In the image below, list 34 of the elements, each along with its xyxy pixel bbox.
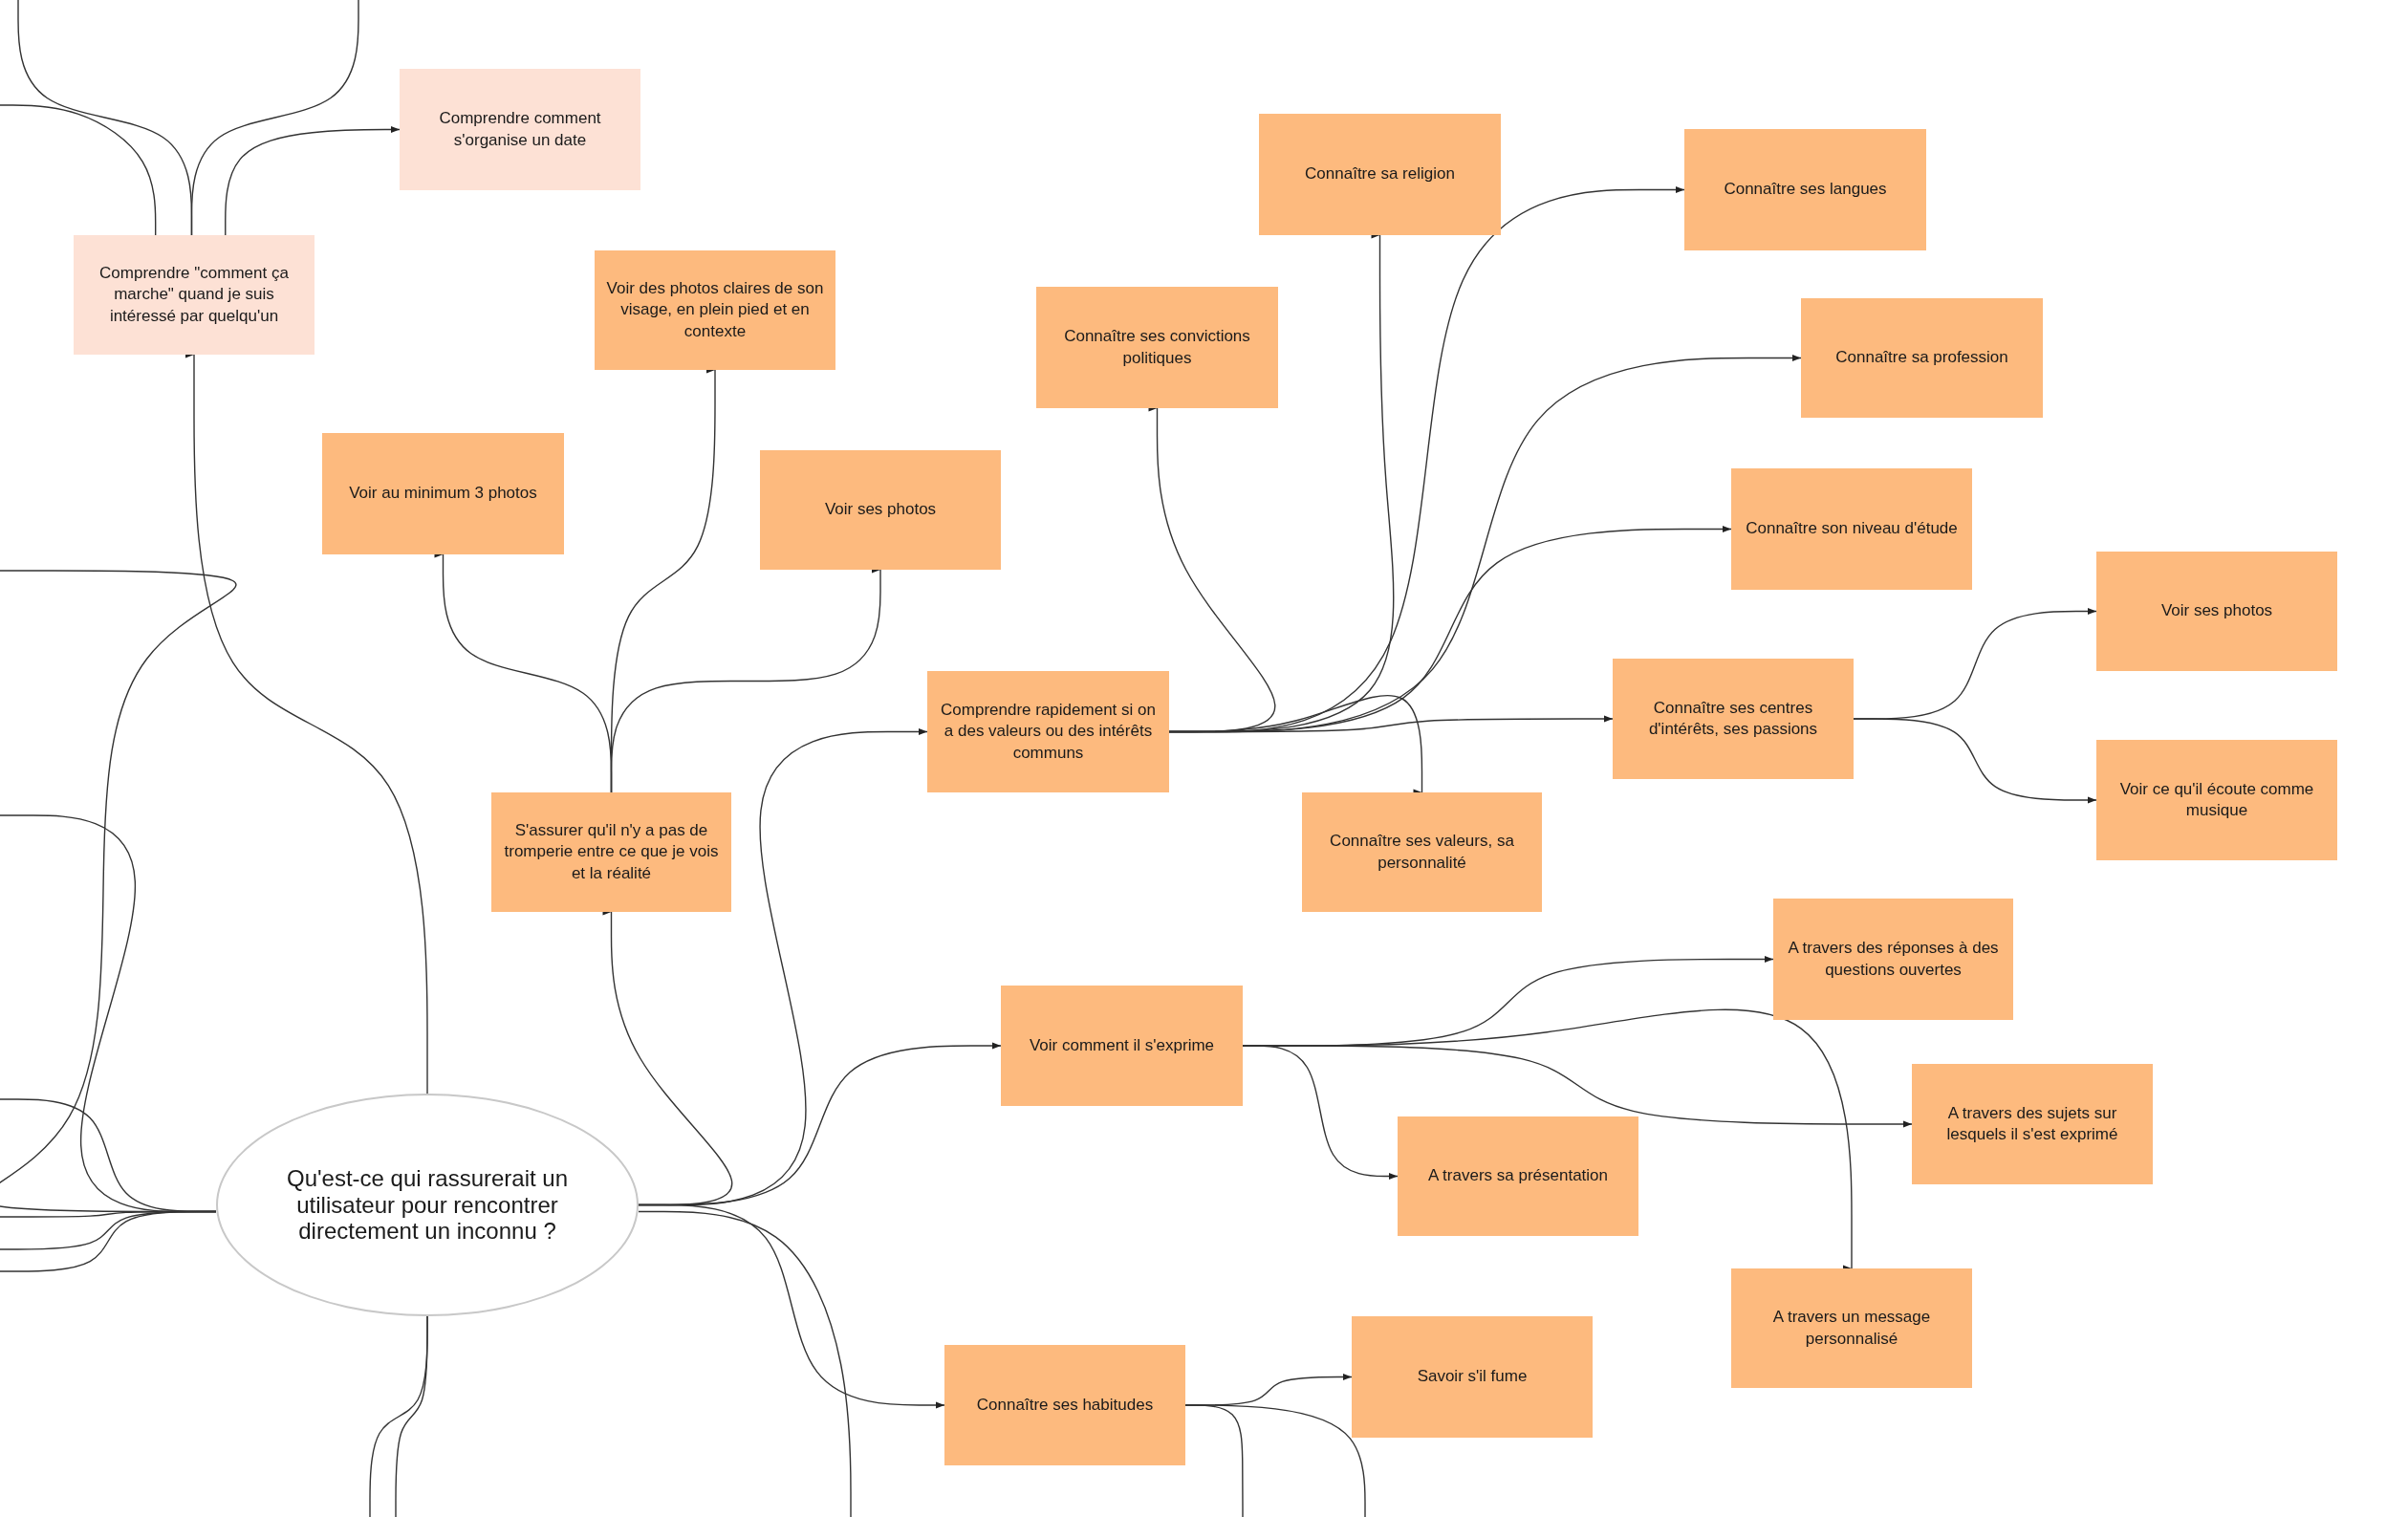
topic-note: Voir ses photos bbox=[760, 450, 1001, 570]
arrow bbox=[1853, 718, 2097, 804]
topic-note: A travers un message personnalisé bbox=[1731, 1268, 1972, 1388]
topic-note: A travers des réponses à des questions ouvertes bbox=[1773, 899, 2013, 1020]
topic-note: Savoir s'il fume bbox=[1352, 1316, 1593, 1438]
topic-note: Comprendre rapidement si on a des valeurs ou des intérêts communs bbox=[927, 671, 1169, 792]
connector-line bbox=[0, 570, 237, 1213]
topic-note: Voir comment il s'exprime bbox=[1001, 986, 1243, 1106]
topic-note: S'assurer qu'il n'y a pas de tromperie entre ce que je vois et la réalité bbox=[491, 792, 731, 912]
topic-note: Connaître ses habitudes bbox=[944, 1345, 1185, 1465]
arrow bbox=[225, 125, 401, 236]
arrow bbox=[610, 569, 884, 793]
topic-note: Connaître sa religion bbox=[1259, 114, 1501, 235]
topic-note: Connaître ses centres d'intérêts, ses passions bbox=[1613, 659, 1854, 779]
topic-note: Connaître son niveau d'étude bbox=[1731, 468, 1972, 590]
topic-note: Voir des photos claires de son visage, en plein pied et en contexte bbox=[595, 250, 835, 370]
central-topic-ellipse: Qu'est-ce qui rassurerait un utilisateur pour rencontrer directement un inconnu ? bbox=[216, 1094, 639, 1316]
arrow bbox=[638, 1203, 945, 1409]
connector-line bbox=[0, 104, 157, 236]
connector-line bbox=[638, 1210, 852, 1517]
topic-note: Voir ses photos bbox=[2096, 552, 2337, 671]
connector-line bbox=[1184, 1404, 1366, 1517]
topic-note: A travers des sujets sur lesquels il s'est exprimé bbox=[1912, 1064, 2153, 1184]
connector-line bbox=[190, 0, 359, 236]
topic-note: Voir ce qu'il écoute comme musique bbox=[2096, 740, 2337, 860]
connector-line bbox=[395, 1315, 428, 1517]
topic-note: Connaître ses convictions politiques bbox=[1036, 287, 1278, 408]
topic-note: Connaître ses langues bbox=[1684, 129, 1926, 250]
connector-line bbox=[0, 1210, 217, 1272]
topic-note: Connaître sa profession bbox=[1801, 298, 2043, 418]
topic-note: Comprendre "comment ça marche" quand je suis intéressé par quelqu'un bbox=[74, 235, 315, 355]
topic-note: Connaître ses valeurs, sa personnalité bbox=[1302, 792, 1542, 912]
topic-note: A travers sa présentation bbox=[1398, 1116, 1638, 1236]
topic-note: Comprendre comment s'organise un date bbox=[400, 69, 640, 190]
